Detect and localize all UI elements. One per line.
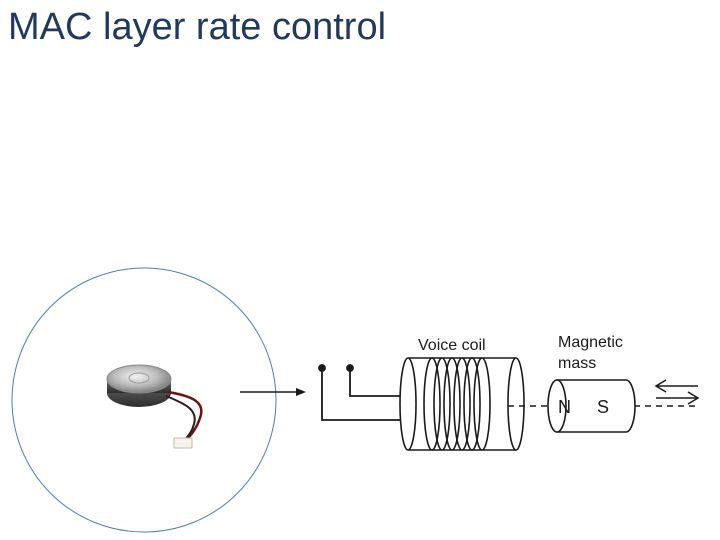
coin-vibration-motor-image — [106, 364, 203, 449]
slide-title: MAC layer rate control — [8, 6, 387, 48]
magnetic-mass — [547, 379, 636, 433]
north-pole-label: N — [558, 397, 571, 417]
motor-callout-circle — [11, 267, 277, 533]
coil-terminals — [318, 364, 410, 421]
magnetic-mass-label-line2: mass — [558, 355, 596, 372]
voice-coil-label: Voice coil — [418, 337, 486, 354]
voice-coil — [399, 357, 525, 451]
south-pole-label: S — [597, 397, 609, 417]
pointer-arrow — [240, 388, 306, 396]
bidirectional-arrow-icon — [654, 379, 700, 405]
magnetic-mass-label-line1: Magnetic — [558, 334, 623, 351]
